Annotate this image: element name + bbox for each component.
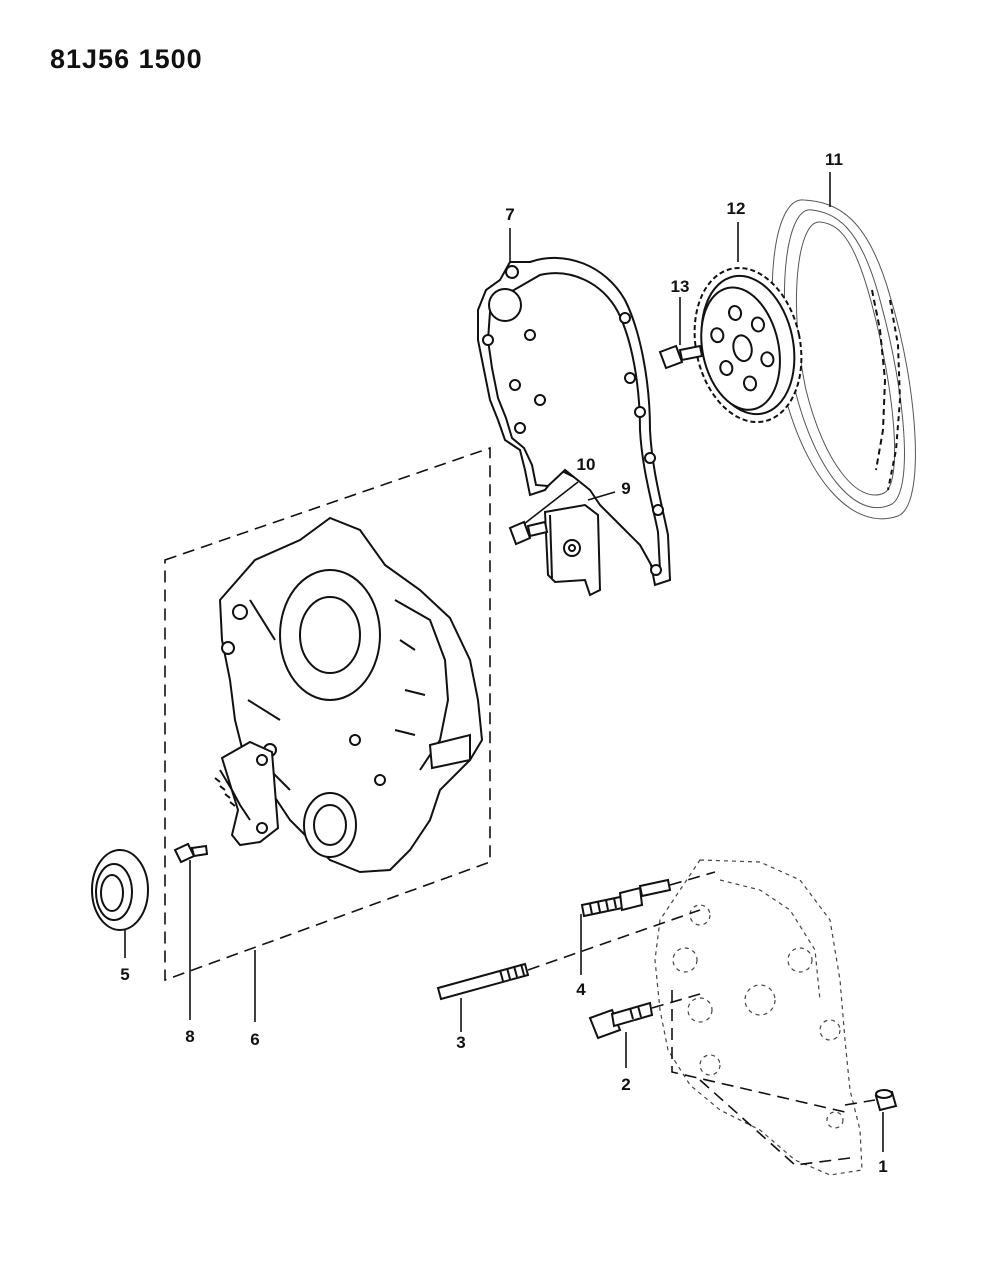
callout-12: 12 <box>727 199 746 218</box>
callout-5: 5 <box>120 965 129 984</box>
callout-8: 8 <box>185 1027 194 1046</box>
dowel-pin <box>874 1089 898 1112</box>
leader-lines <box>124 172 884 1152</box>
callout-13: 13 <box>671 277 690 296</box>
callout-11: 11 <box>825 150 843 169</box>
callout-3: 3 <box>456 1033 465 1052</box>
timing-pointer <box>214 740 280 847</box>
crankshaft-oil-seal <box>91 849 149 931</box>
document-code: 81J56 1500 <box>50 44 203 74</box>
callout-labels: 1 2 3 4 5 6 7 8 9 10 11 12 13 <box>120 150 887 1176</box>
callout-6: 6 <box>250 1030 259 1049</box>
callout-7: 7 <box>505 205 514 224</box>
camshaft-sprocket <box>693 266 803 424</box>
callout-4: 4 <box>576 980 586 999</box>
stud-4 <box>580 878 672 918</box>
bracket-bolt <box>508 520 549 546</box>
engine-block-phantom <box>654 859 863 1176</box>
callout-9: 9 <box>621 479 630 498</box>
stud-3 <box>436 962 530 1001</box>
callout-10: 10 <box>577 455 596 474</box>
sprocket-bolt <box>658 344 704 370</box>
timing-cover-assembly <box>164 446 491 982</box>
bolt-2 <box>588 1001 654 1040</box>
callout-1: 1 <box>878 1157 887 1176</box>
timing-cover-gasket <box>477 257 672 587</box>
pointer-bolt <box>173 842 209 864</box>
tensioner-bracket <box>543 503 602 597</box>
callout-2: 2 <box>621 1075 630 1094</box>
assembly-lines <box>527 871 876 1166</box>
